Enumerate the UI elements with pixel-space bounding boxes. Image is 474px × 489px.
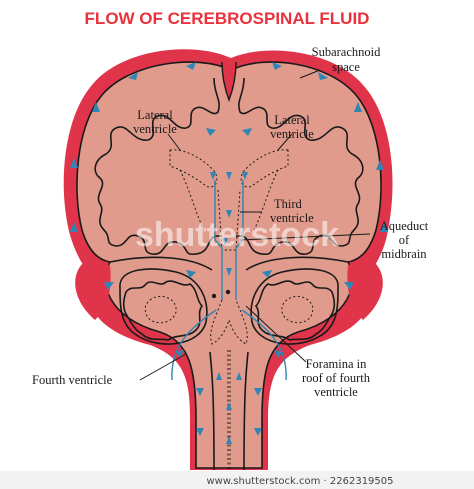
ventricle-inner-left — [179, 169, 206, 233]
svg-text:ventricle: ventricle — [270, 211, 314, 225]
svg-text:Lateral: Lateral — [137, 108, 173, 122]
tentorium-outline — [109, 256, 349, 271]
svg-text:ventricle: ventricle — [314, 385, 358, 399]
label-lateral-ventricle-left: Lateral ventricle — [133, 108, 177, 136]
svg-text:Third: Third — [274, 197, 303, 211]
longitudinal-fissure — [221, 61, 237, 102]
svg-text:ventricle: ventricle — [270, 127, 314, 141]
diagram-title: FLOW OF CEREBROSPINAL FLUID — [85, 9, 370, 28]
lateral-ventricle-right — [240, 149, 289, 188]
foramen-dot-right — [225, 289, 231, 295]
ventricle-inner-right — [252, 169, 279, 233]
spinal-cord-outline — [209, 351, 249, 471]
subarachnoid-pocket-left — [75, 262, 111, 320]
csf-flow-lines — [171, 180, 287, 381]
label-aqueduct-of-midbrain: Aqueduct of midbrain — [380, 219, 429, 261]
lateral-ventricle-left — [169, 149, 218, 188]
svg-text:Subarachnoid: Subarachnoid — [312, 45, 381, 59]
brain-tissue — [76, 61, 382, 469]
svg-text:Aqueduct: Aqueduct — [380, 219, 429, 233]
label-third-ventricle: Third ventricle — [270, 197, 314, 225]
svg-text:roof of fourth: roof of fourth — [302, 371, 371, 385]
subarachnoid-pocket-right — [347, 262, 383, 320]
svg-text:Fourth ventricle: Fourth ventricle — [32, 373, 113, 387]
footer-text: www.shutterstock.com · 2262319505 — [206, 476, 393, 487]
label-foramina: Foramina in roof of fourth ventricle — [302, 357, 371, 399]
cerebellum-left — [119, 268, 208, 345]
label-fourth-ventricle: Fourth ventricle — [32, 373, 113, 387]
label-subarachnoid-space: Subarachnoid space — [312, 45, 381, 74]
fourth-ventricle — [210, 299, 248, 345]
cerebral-cortex-outline — [94, 77, 364, 256]
svg-text:Foramina in: Foramina in — [306, 357, 368, 371]
label-lateral-ventricle-right: Lateral ventricle — [270, 113, 314, 141]
watermark-text: shutterstock — [135, 216, 339, 254]
svg-text:midbrain: midbrain — [381, 247, 427, 261]
csf-flow-arrows — [70, 62, 388, 444]
foramen-dot-left — [211, 293, 217, 299]
footer-strip — [0, 471, 474, 489]
svg-text:Lateral: Lateral — [274, 113, 310, 127]
svg-text:space: space — [332, 60, 360, 74]
svg-text:of: of — [399, 233, 410, 247]
svg-text:ventricle: ventricle — [133, 122, 177, 136]
leader-lines — [139, 69, 371, 381]
third-ventricle — [217, 189, 241, 251]
